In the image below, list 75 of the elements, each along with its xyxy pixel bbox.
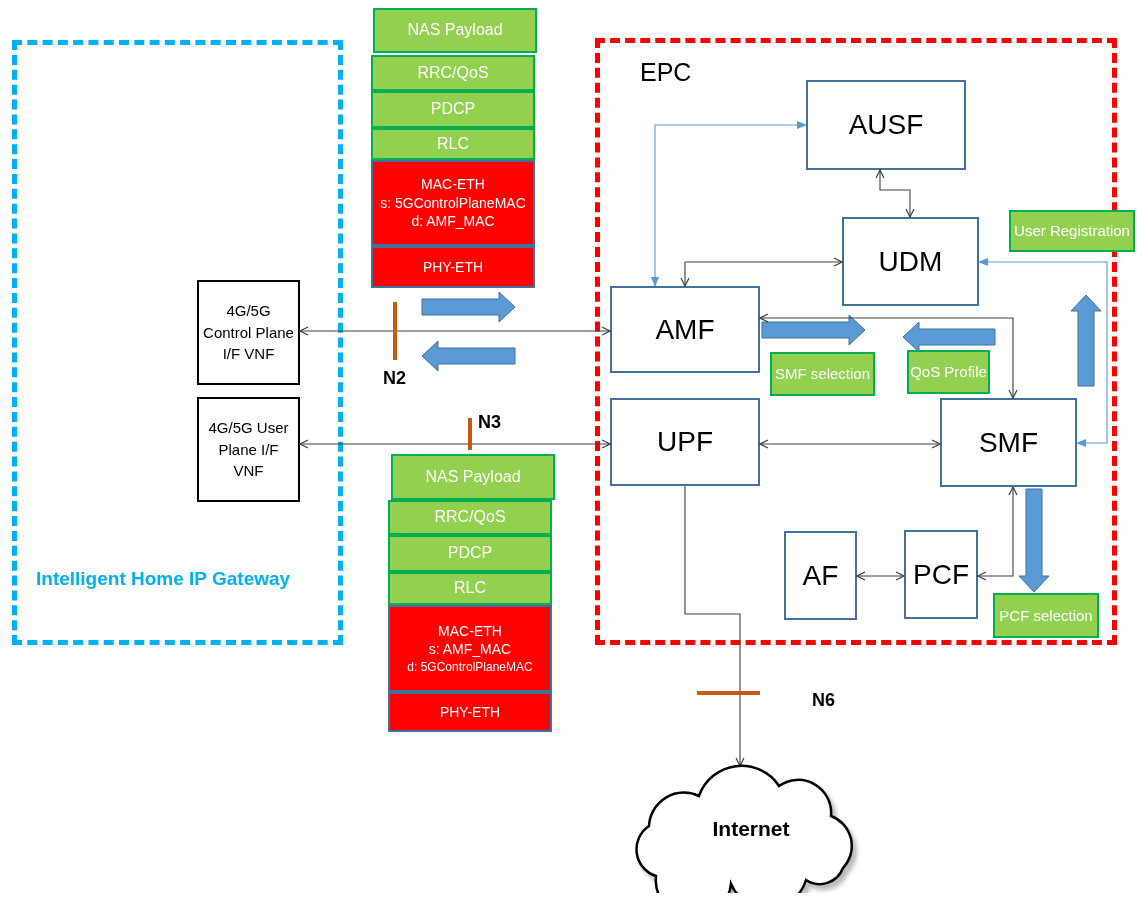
info-tag xyxy=(993,593,1099,638)
network-function-box xyxy=(940,398,1077,487)
node-label: d: AMF_MAC xyxy=(411,212,495,232)
connector xyxy=(299,326,611,336)
vnf-box xyxy=(197,397,300,502)
block-arrow xyxy=(761,314,866,346)
block-arrow xyxy=(1018,488,1050,593)
protocol-layer xyxy=(388,692,552,732)
protocol-layer xyxy=(373,8,537,53)
node-label: User Registration xyxy=(1014,221,1130,241)
group-label: EPC xyxy=(640,58,692,87)
node-label: UDM xyxy=(878,245,943,278)
node-label: Internet xyxy=(712,816,790,841)
reference-point-label: N3 xyxy=(478,412,501,433)
node-label: 4G/5G Control Plane I/F VNF xyxy=(203,300,294,365)
info-tag xyxy=(1009,210,1135,252)
node-label: MAC-ETH xyxy=(438,621,502,641)
node-label: UPF xyxy=(657,426,713,458)
connector xyxy=(759,313,1018,399)
network-function-box xyxy=(610,398,760,486)
protocol-layer xyxy=(388,500,552,535)
node-label: AUSF xyxy=(848,109,924,141)
dashed-boundary xyxy=(12,40,343,645)
connector xyxy=(856,571,905,581)
node-label: PDCP xyxy=(447,544,493,563)
protocol-layer xyxy=(371,91,535,128)
node-label: QoS Profile xyxy=(910,362,987,382)
protocol-layer xyxy=(371,246,535,288)
vnf-box xyxy=(197,280,300,385)
node-label: NAS Payload xyxy=(425,467,521,487)
protocol-layer xyxy=(371,128,535,160)
connector xyxy=(978,258,1108,447)
node-label: AF xyxy=(802,559,839,592)
connector xyxy=(684,485,745,767)
node-label: SMF selection xyxy=(774,364,870,384)
node-label: d: 5GControlPlaneMAC xyxy=(407,659,533,676)
protocol-layer xyxy=(391,454,555,500)
reference-point-label: N6 xyxy=(812,690,835,711)
protocol-layer xyxy=(388,605,552,692)
node-label: RLC xyxy=(454,579,486,598)
node-label: PDCP xyxy=(430,100,476,119)
network-function-box xyxy=(610,286,760,373)
info-tag xyxy=(770,352,875,396)
reference-point-label: N2 xyxy=(383,368,406,389)
connector xyxy=(977,486,1018,581)
connector xyxy=(680,257,843,287)
node-label: s: 5GControlPlaneMAC xyxy=(380,193,526,213)
network-function-box xyxy=(784,531,857,620)
node-label: MAC-ETH xyxy=(421,174,485,194)
node-label: SMF xyxy=(978,426,1039,459)
protocol-layer xyxy=(371,160,535,246)
network-function-box xyxy=(904,530,978,619)
group-label: Intelligent Home IP Gateway xyxy=(36,568,291,590)
block-arrow xyxy=(902,321,996,353)
node-label: PHY-ETH xyxy=(422,257,484,277)
protocol-layer xyxy=(388,535,552,572)
node-label: s: AMF_MAC xyxy=(428,640,512,660)
network-function-box xyxy=(806,80,966,170)
node-label: PCF selection xyxy=(999,605,1093,626)
connector xyxy=(651,121,807,287)
protocol-layer xyxy=(371,55,535,91)
connector xyxy=(875,169,915,218)
network-function-box xyxy=(842,217,979,306)
connector xyxy=(759,439,941,449)
node-label: RRC/QoS xyxy=(434,508,506,527)
node-label: PHY-ETH xyxy=(439,702,501,722)
node-label: PCF xyxy=(913,558,969,591)
connector xyxy=(299,439,611,449)
node-label: NAS Payload xyxy=(407,21,503,40)
protocol-layer xyxy=(388,572,552,605)
node-label: 4G/5G User Plane I/F VNF xyxy=(207,417,290,482)
info-tag xyxy=(907,350,990,394)
node-label: RLC xyxy=(437,134,469,154)
node-label: RRC/QoS xyxy=(417,63,489,83)
node-label: AMF xyxy=(655,313,715,346)
